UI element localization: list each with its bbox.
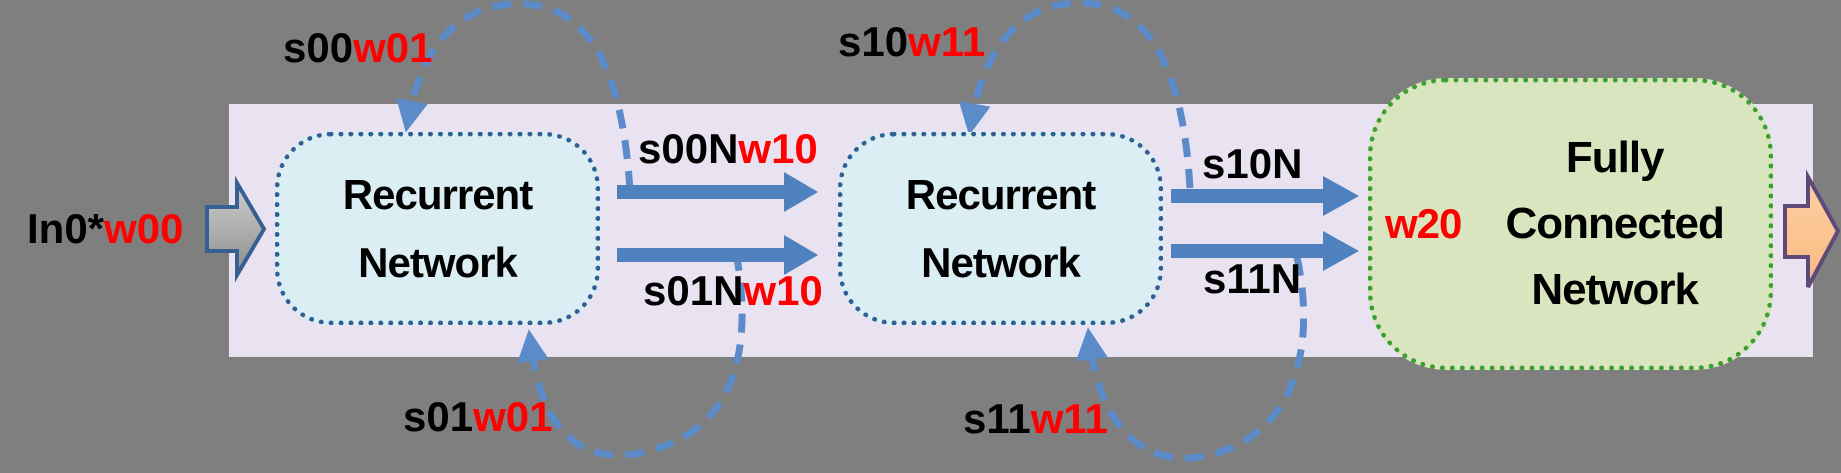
feedback-loop-bottom-left bbox=[517, 251, 746, 459]
rnn1-label-line1: Recurrent bbox=[342, 170, 533, 218]
label-black-part: s01 bbox=[403, 393, 474, 440]
label-black-part: s11 bbox=[963, 395, 1031, 442]
feedback-label-s11w11: s11w11 bbox=[963, 398, 1108, 440]
label-black-part: s00 bbox=[283, 24, 354, 71]
label-black-part: s01N bbox=[643, 267, 744, 314]
signal-label-s00nw10: s00Nw10 bbox=[638, 128, 818, 170]
input-arrow bbox=[205, 175, 267, 283]
signal-label-s01nw10: s01Nw10 bbox=[643, 270, 823, 312]
label-black-part: s00N bbox=[638, 125, 739, 172]
fcn-label-line3: Network bbox=[1531, 265, 1699, 314]
feedback-loop-bottom-mid bbox=[1075, 256, 1308, 462]
feedback-loop-top-mid bbox=[958, 0, 1194, 189]
label-red-part: w00 bbox=[104, 205, 184, 252]
rnn2-label-line1: Recurrent bbox=[905, 170, 1096, 218]
fcn-weight-label: w20 bbox=[1385, 200, 1462, 247]
fcn-label-line1: Fully bbox=[1565, 133, 1665, 182]
label-red-part: w10 bbox=[738, 125, 818, 172]
rnn2-label-line2: Network bbox=[921, 238, 1081, 286]
fcn-label-line2: Connected bbox=[1505, 199, 1725, 248]
signal-label-s11n: s11N bbox=[1203, 258, 1301, 300]
label-black-part: In0* bbox=[27, 205, 105, 252]
rnn2-node: Recurrent Network bbox=[838, 132, 1163, 325]
fcn-node: w20 Fully Connected Network bbox=[1368, 78, 1773, 370]
label-red-part: w10 bbox=[743, 267, 823, 314]
label-black-part: s11N bbox=[1203, 255, 1302, 302]
feedback-label-s01w01: s01w01 bbox=[403, 396, 552, 438]
signal-arrow-s11n bbox=[1171, 231, 1359, 271]
label-red-part: w11 bbox=[908, 18, 986, 65]
signal-arrow-s10n bbox=[1171, 176, 1359, 216]
output-arrow bbox=[1783, 169, 1841, 288]
feedback-label-s00w01: s00w01 bbox=[283, 27, 432, 69]
label-red-part: w01 bbox=[473, 393, 553, 440]
label-black-part: s10 bbox=[838, 18, 909, 65]
signal-label-s10n: s10N bbox=[1202, 143, 1302, 185]
feedback-loop-top-left bbox=[396, 0, 634, 191]
input-weight-label: In0*w00 bbox=[27, 208, 183, 250]
signal-arrow-s01n bbox=[617, 235, 818, 275]
signal-arrow-s00n bbox=[617, 172, 818, 212]
rnn1-label-line2: Network bbox=[358, 238, 518, 286]
label-red-part: w11 bbox=[1030, 395, 1108, 442]
label-red-part: w01 bbox=[353, 24, 433, 71]
fcn-label: Fully Connected Network bbox=[1461, 125, 1768, 323]
rnn1-node: Recurrent Network bbox=[275, 132, 600, 325]
feedback-label-s10w11: s10w11 bbox=[838, 21, 985, 63]
label-black-part: s10N bbox=[1202, 140, 1303, 187]
